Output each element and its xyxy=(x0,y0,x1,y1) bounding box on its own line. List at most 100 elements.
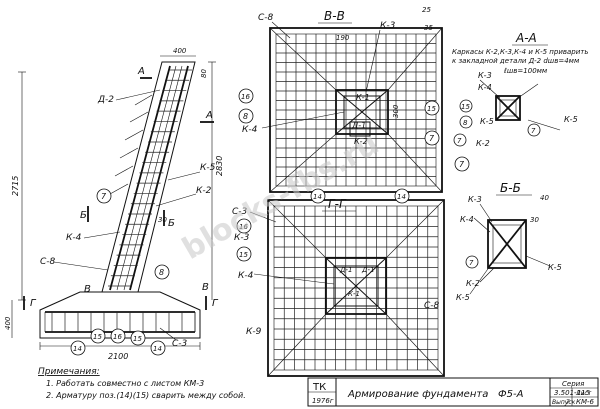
vv-label-k2: К-2 xyxy=(354,137,368,146)
note-2: 2. Арматуру поз.(14)(15) сварить между с… xyxy=(46,391,246,400)
vv-bubble-15: 15 xyxy=(427,105,436,113)
label-d2: Д-2 xyxy=(97,95,114,105)
dim-base-width: 2100 xyxy=(108,352,128,361)
bb-label-k3: К-3 xyxy=(468,195,482,204)
tb-issue-label: Выпуск xyxy=(552,399,576,406)
tb-series-label: Серия xyxy=(562,380,584,388)
section-g-left: Г xyxy=(30,298,37,309)
base-bars xyxy=(51,312,196,332)
bb-bubble-7: 7 xyxy=(469,259,474,267)
bb-label-k4: К-4 xyxy=(460,215,474,224)
gg-label-d1: Д-1 xyxy=(339,266,352,274)
gg-bubble-15: 15 xyxy=(239,251,248,259)
aa-note-3: ℓшв=100мм xyxy=(503,67,548,75)
column-stirrups xyxy=(108,69,192,287)
notes-heading: Примечания: xyxy=(38,367,100,377)
vv-bubble-16: 16 xyxy=(241,93,250,101)
gg-bubble-14: 14 xyxy=(313,193,322,201)
gg-label-k4: К-4 xyxy=(238,271,254,281)
aa-bubble-7b: 7 xyxy=(531,127,536,135)
aa-bubble-8: 8 xyxy=(463,119,468,127)
bb-label-k2: К-2 xyxy=(466,279,480,288)
section-aa-title: А-А xyxy=(515,31,537,45)
aa-note-1: Каркасы К-2,К-3,К-4 и К-5 приварить xyxy=(452,48,588,56)
gg-label-k1: К-1 xyxy=(348,290,360,298)
tb-series-value: 3.501-115 xyxy=(554,389,590,397)
dim-190: 190 xyxy=(336,34,350,42)
section-aa: А-А Каркасы К-2,К-3,К-4 и К-5 приварить … xyxy=(452,31,588,148)
aa-label-k3: К-3 xyxy=(478,71,492,80)
plan-vv-grid xyxy=(276,34,436,186)
dim-small-top: 80 xyxy=(200,69,208,78)
gg-bubble-16: 16 xyxy=(239,223,248,231)
gg-label-c8: С-8 xyxy=(424,301,440,311)
section-v-left: В xyxy=(84,284,91,295)
section-b-left: Б xyxy=(80,210,87,221)
tb-code: 1976г xyxy=(312,397,334,405)
plan-vv: В-В 190 25 35 300 С-8 К-3 К-4 Д-1 К-2 К-… xyxy=(238,6,470,193)
section-bb: Б-Б К-3 К-4 К-5 К-2 К-5 40 30 7 xyxy=(456,181,562,302)
dim-35: 35 xyxy=(424,24,433,32)
gg-label-k9: К-9 xyxy=(246,327,262,337)
aa-label-k2: К-2 xyxy=(476,139,490,148)
gg-label-d1b: Д-1 xyxy=(361,266,374,274)
vv-label-k4: К-4 xyxy=(242,125,258,135)
bb-label-k5: К-5 xyxy=(548,263,562,272)
label-k2: К-2 xyxy=(196,186,212,196)
gg-label-c3: С-3 xyxy=(232,207,248,217)
note-1: 1. Работать совместно с листом КМ-3 xyxy=(46,379,204,388)
aa-label-k5b: К-5 xyxy=(564,115,578,124)
vv-bubble-7b: 7 xyxy=(459,160,465,169)
dim-top: 400 xyxy=(173,47,187,55)
bb-dim-30: 30 xyxy=(530,216,539,224)
gg-bubble-14b: 14 xyxy=(397,193,406,201)
vv-label-k3: К-3 xyxy=(380,21,396,31)
section-a-right: А xyxy=(205,110,213,121)
dim-25: 25 xyxy=(422,6,431,14)
plan-gg: Г-Г С-3 К-3 К-4 К-9 С-8 Д-1 Д-1 К-1 16 1… xyxy=(232,188,445,377)
aa-bubble-15: 15 xyxy=(461,103,470,111)
tb-mark: Ф5-А xyxy=(498,389,524,400)
aa-label-k5: К-5 xyxy=(480,117,494,126)
watermark: blocks-fbs.ru xyxy=(177,126,385,266)
label-c3: С-3 xyxy=(172,339,188,349)
tb-sheet-label: Лист xyxy=(575,390,592,397)
dim-base-height: 400 xyxy=(4,316,12,330)
section-b-right: Б xyxy=(168,218,175,229)
bubble-16: 16 xyxy=(113,333,122,341)
notes: Примечания: 1. Работать совместно с лист… xyxy=(38,367,246,400)
dim-300: 300 xyxy=(392,104,400,118)
tb-title: Армирование фундамента xyxy=(347,389,488,400)
bb-label-k5b: К-5 xyxy=(456,293,470,302)
section-bb-title: Б-Б xyxy=(500,181,521,195)
dim-height-total: 2715 xyxy=(11,176,20,196)
aa-note-2: к закладной детали Д-2 dшв=4мм xyxy=(452,57,580,65)
bubble-15: 15 xyxy=(93,333,102,341)
vv-label-d1: Д-1 xyxy=(351,121,366,130)
bb-dim-40: 40 xyxy=(540,194,549,202)
label-c8: С-8 xyxy=(40,257,56,267)
vv-label-c8: С-8 xyxy=(258,13,274,23)
tb-issue-value: 7 xyxy=(566,399,570,406)
left-elevation: 2715 2830 400 80 400 2100 30 А А Б Б В В… xyxy=(4,47,224,361)
section-a-left: А xyxy=(137,66,145,77)
plan-gg-grid xyxy=(274,206,438,370)
label-k4: К-4 xyxy=(66,233,82,243)
tb-tk: ТК xyxy=(312,382,326,393)
label-k5: К-5 xyxy=(200,163,216,173)
section-v-right: В xyxy=(202,282,209,293)
aa-label-k4: К-4 xyxy=(478,83,492,92)
vv-label-k1: К-1 xyxy=(356,93,370,102)
dim-offset: 30 xyxy=(158,216,167,224)
aa-bubble-7: 7 xyxy=(457,137,462,145)
bubble-14b: 14 xyxy=(153,345,162,353)
rebar-band-hatch xyxy=(109,94,153,195)
gg-label-k3: К-3 xyxy=(234,233,250,243)
bubble-14: 14 xyxy=(73,345,82,353)
vv-bubble-8: 8 xyxy=(243,112,248,121)
vv-bubble-7: 7 xyxy=(429,134,435,143)
dim-height-col: 2830 xyxy=(215,156,224,176)
bubble-8: 8 xyxy=(159,268,164,277)
bubble-7: 7 xyxy=(101,192,107,201)
